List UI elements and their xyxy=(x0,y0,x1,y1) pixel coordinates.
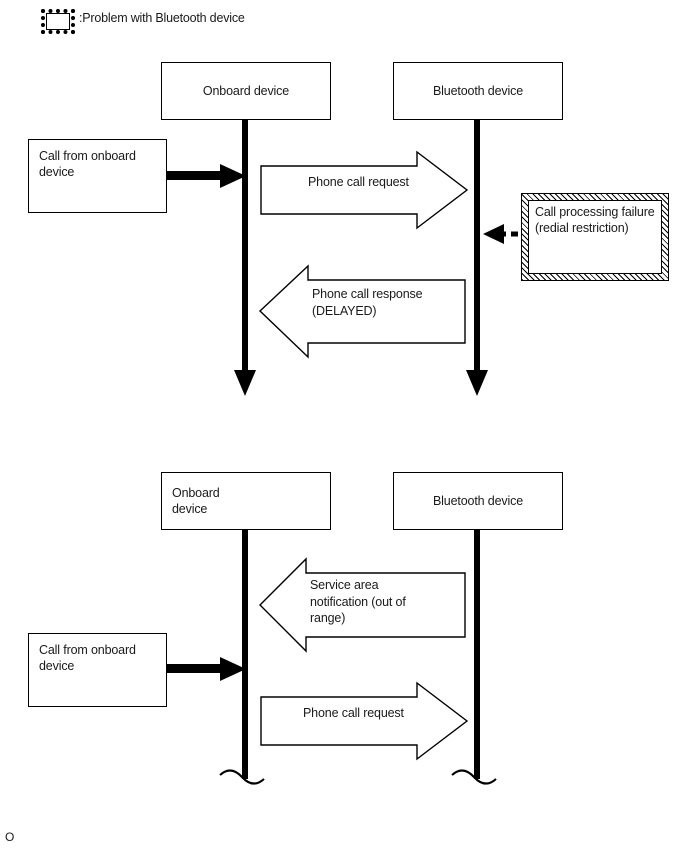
node-onboard-device-top: Onboard device xyxy=(161,62,331,120)
box-call-from-onboard-device-bottom: Call from onboard device xyxy=(28,633,167,707)
arrow-call-trigger-onboard-top xyxy=(167,164,246,188)
label-line-1: Call from onboard xyxy=(39,643,136,657)
block-arrow-phone-call-request-top xyxy=(260,150,469,230)
node-onboard-device-bottom: Onboard device xyxy=(161,472,331,530)
lifeline-bluetooth-device-top xyxy=(466,118,488,396)
label-line-2: notification (out of xyxy=(310,594,406,609)
node-onboard-device-bottom-label: Onboard device xyxy=(162,485,220,517)
label-line-1: Call processing failure xyxy=(535,205,655,219)
label-phone-call-request-bottom: Phone call request xyxy=(303,705,404,722)
box-call-processing-failure: Call processing failure (redial restrict… xyxy=(521,193,669,281)
label-line-1: Onboard xyxy=(172,486,220,500)
node-onboard-device-top-label: Onboard device xyxy=(202,84,290,98)
box-call-processing-failure-label: Call processing failure (redial restrict… xyxy=(535,204,663,236)
label-line-2: device xyxy=(172,502,208,516)
box-call-from-onboard-device-top: Call from onboard device xyxy=(28,139,167,213)
label-line-1: Service area xyxy=(310,578,379,592)
label-line-3: range) xyxy=(310,611,346,625)
node-bluetooth-device-bottom: Bluetooth device xyxy=(393,472,563,530)
block-arrow-phone-call-request-bottom xyxy=(260,681,469,761)
legend-label: :Problem with Bluetooth device xyxy=(79,11,245,25)
hatched-box-icon-inner xyxy=(46,13,70,30)
box-call-processing-failure-inner xyxy=(528,200,662,274)
label-line-1: Call from onboard xyxy=(39,149,136,163)
arrow-call-trigger-onboard-bottom xyxy=(167,657,246,681)
lifeline-bluetooth-device-bottom xyxy=(451,529,497,785)
lifeline-onboard-device-bottom xyxy=(219,529,265,785)
label-service-area-notification: Service area notification (out of range) xyxy=(310,577,406,627)
dashed-arrow-call-processing-failure xyxy=(483,224,518,244)
label-text: Phone call request xyxy=(308,175,409,189)
block-arrow-service-area-notification xyxy=(259,557,466,653)
block-arrow-phone-call-response-top xyxy=(258,264,466,359)
node-bluetooth-device-top: Bluetooth device xyxy=(393,62,563,120)
label-line-1: Phone call response xyxy=(312,287,423,301)
box-call-from-onboard-device-bottom-label: Call from onboard device xyxy=(39,642,162,674)
lifeline-onboard-device-top xyxy=(234,118,256,396)
label-line-2: (redial restriction) xyxy=(535,221,629,235)
footer-mark: O xyxy=(5,830,15,844)
node-bluetooth-device-bottom-label: Bluetooth device xyxy=(432,494,524,508)
node-bluetooth-device-top-label: Bluetooth device xyxy=(432,84,524,98)
label-phone-call-response-top: Phone call response (DELAYED) xyxy=(312,286,423,319)
label-line-2: device xyxy=(39,165,75,179)
box-call-from-onboard-device-top-label: Call from onboard device xyxy=(39,148,162,180)
label-line-2: (DELAYED) xyxy=(312,303,377,318)
label-text: Phone call request xyxy=(303,706,404,720)
label-phone-call-request-top: Phone call request xyxy=(308,174,409,191)
label-line-2: device xyxy=(39,659,75,673)
hatched-box-icon xyxy=(41,9,75,34)
